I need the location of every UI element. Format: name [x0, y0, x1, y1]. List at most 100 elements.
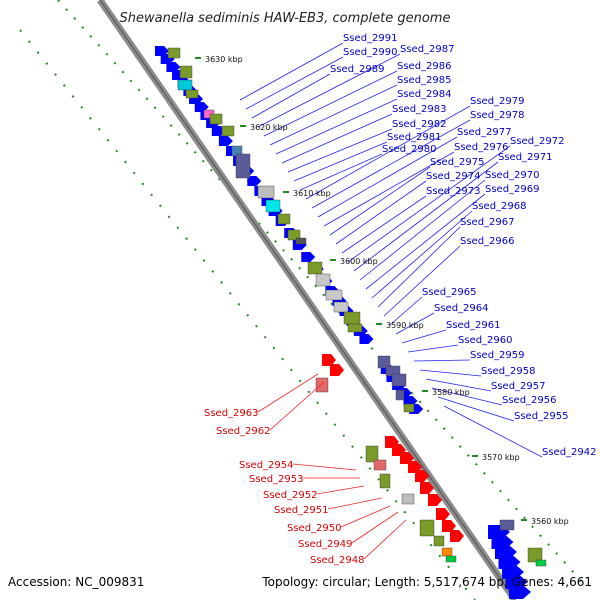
gene-feature-box	[179, 65, 193, 79]
gene-label-reverse: Ssed_2975	[430, 157, 485, 168]
genome-title: Shewanella sediminis HAW-EB3, complete g…	[120, 11, 451, 26]
genome-summary-text: Topology: circular; Length: 5,517,674 bp…	[261, 575, 592, 589]
gene-labels: Ssed_2991Ssed_2990Ssed_2989Ssed_2987Ssed…	[204, 33, 597, 566]
gene-feature-box	[307, 261, 323, 275]
reverse-leader-line	[407, 344, 459, 353]
gene-feature-box	[315, 377, 329, 393]
reverse-leader-line	[299, 153, 383, 191]
gene-label-reverse: Ssed_2959	[470, 350, 525, 361]
gene-feature-box	[325, 289, 343, 301]
reverse-leader-line	[377, 226, 461, 308]
reverse-gene-arrow	[194, 102, 209, 112]
reverse-leader-line	[419, 369, 482, 377]
reverse-gene-arrow	[247, 176, 262, 186]
reverse-leader-line	[413, 359, 471, 362]
gene-label-reverse: Ssed_2985	[397, 75, 452, 86]
reverse-leader-line	[347, 145, 511, 263]
forward-leader-line	[269, 381, 325, 431]
reverse-gene-arrow	[166, 62, 181, 72]
gene-label-reverse: Ssed_2969	[485, 184, 540, 195]
reverse-leader-line	[293, 141, 388, 182]
kbp-tick-label: 3620 kbp	[250, 123, 288, 132]
reverse-leader-line	[245, 56, 344, 110]
reverse-leader-line	[371, 210, 473, 299]
forward-gene-arrow	[450, 530, 464, 542]
gene-feature-box	[167, 47, 181, 59]
gene-label-reverse: Ssed_2981	[387, 132, 442, 143]
reverse-gene-arrow	[218, 136, 233, 146]
gene-feature-box	[433, 535, 445, 547]
reverse-leader-line	[263, 70, 398, 137]
gene-label-forward: Ssed_2951	[274, 505, 329, 516]
gene-feature-box	[343, 311, 361, 325]
gene-label-reverse: Ssed_2982	[392, 119, 447, 130]
gene-label-reverse: Ssed_2968	[472, 201, 527, 212]
gene-label-reverse: Ssed_2957	[491, 381, 546, 392]
gene-feature-box	[379, 473, 391, 489]
reverse-leader-line	[437, 396, 515, 422]
kbp-tick-label: 3570 kbp	[482, 453, 520, 462]
gene-label-forward: Ssed_2953	[249, 474, 304, 485]
reverse-leader-line	[431, 387, 503, 406]
gene-feature-box	[315, 273, 331, 287]
gene-feature-box	[419, 519, 435, 537]
reverse-leader-line	[401, 329, 447, 344]
gene-feature-box	[295, 237, 307, 245]
gene-label-reverse: Ssed_2964	[434, 303, 489, 314]
gene-label-forward: Ssed_2948	[310, 555, 365, 566]
gene-feature-box	[403, 403, 415, 413]
gene-label-reverse: Ssed_2972	[510, 136, 565, 147]
gene-feature-box	[277, 213, 291, 225]
gene-label-reverse: Ssed_2978	[470, 110, 525, 121]
reverse-leader-line	[443, 405, 543, 458]
reverse-leader-line	[323, 151, 455, 227]
gene-feature-box	[373, 459, 387, 471]
forward-gene-arrow	[330, 364, 344, 376]
reverse-leader-line	[395, 312, 435, 335]
kbp-tick-label: 3580 kbp	[432, 388, 470, 397]
gene-label-reverse: Ssed_2970	[485, 170, 540, 181]
gene-label-reverse: Ssed_2987	[400, 44, 455, 55]
gene-track	[155, 46, 547, 599]
gene-feature-box	[441, 547, 453, 557]
kbp-tick-label: 3610 kbp	[293, 189, 331, 198]
gene-label-reverse: Ssed_2986	[397, 61, 452, 72]
gene-feature-box	[209, 113, 223, 125]
forward-gene-arrow	[428, 494, 442, 506]
gene-feature-box	[185, 89, 199, 99]
gene-label-reverse: Ssed_2990	[343, 47, 398, 58]
gene-label-reverse: Ssed_2961	[446, 320, 501, 331]
forward-gene-arrow	[420, 482, 434, 494]
reverse-leader-line	[359, 179, 486, 281]
kbp-tick-label: 3600 kbp	[340, 257, 378, 266]
gene-label-forward: Ssed_2952	[263, 490, 318, 501]
reverse-leader-line	[353, 161, 499, 272]
reverse-leader-line	[365, 193, 486, 290]
gene-label-reverse: Ssed_2974	[426, 171, 481, 182]
gene-label-reverse: Ssed_2983	[392, 104, 447, 115]
label-leader-lines	[239, 42, 543, 560]
inner-dotted-ring	[19, 29, 476, 600]
gene-label-forward: Ssed_2954	[239, 460, 294, 471]
forward-leader-line	[327, 497, 383, 510]
gene-label-reverse: Ssed_2965	[422, 287, 477, 298]
gene-feature-box	[287, 229, 301, 241]
reverse-leader-line	[311, 119, 471, 209]
gene-feature-box	[347, 323, 363, 333]
gene-feature-box	[257, 185, 275, 199]
reverse-leader-line	[251, 73, 331, 119]
reverse-leader-line	[335, 180, 427, 245]
gene-label-reverse: Ssed_2971	[498, 152, 553, 163]
reverse-gene-arrow	[359, 334, 374, 344]
gene-label-reverse: Ssed_2956	[502, 395, 557, 406]
outer-tick-ring	[57, 0, 586, 586]
reverse-leader-line	[281, 113, 393, 164]
reverse-leader-line	[317, 136, 458, 218]
reverse-leader-line	[341, 195, 427, 254]
reverse-gene-arrow	[403, 396, 418, 406]
accession-text: Accession: NC_009831	[8, 575, 144, 589]
gene-feature-box	[527, 547, 543, 563]
gene-label-reverse: Ssed_2942	[542, 447, 597, 458]
